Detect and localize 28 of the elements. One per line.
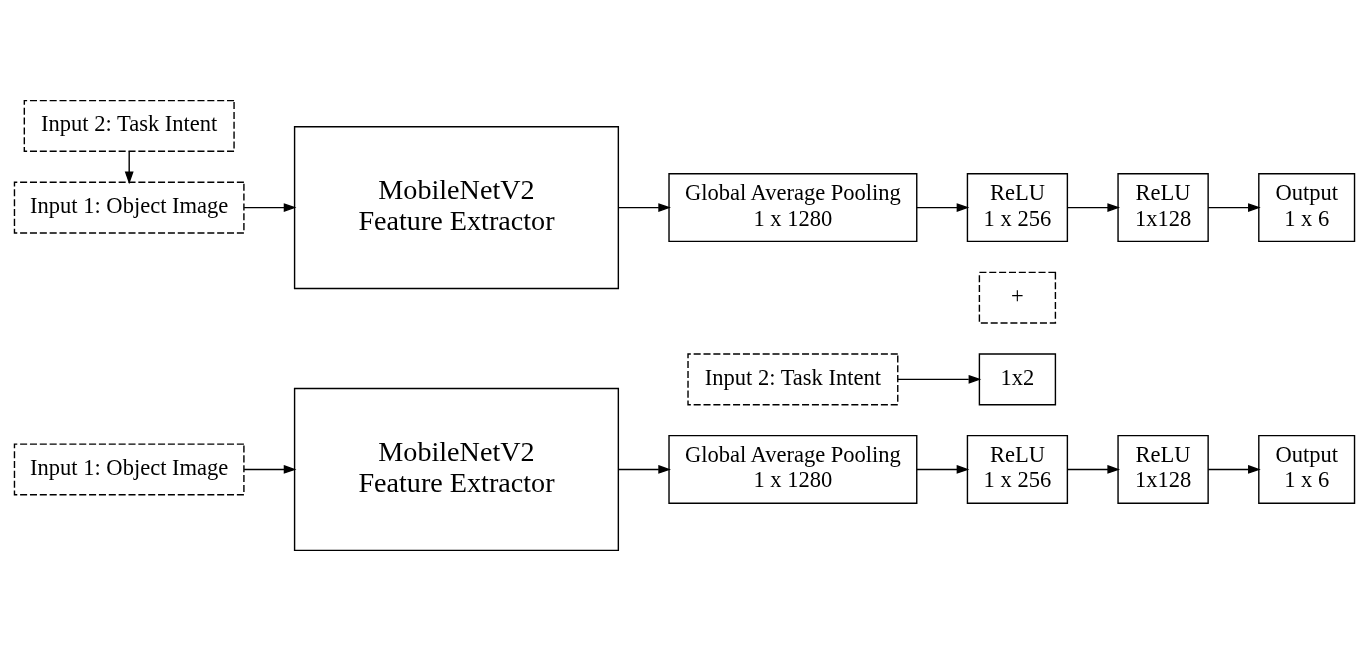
arrow	[1066, 202, 1121, 212]
node-box: MobileNetV2 Feature Extractor	[293, 125, 620, 289]
arrow	[1207, 464, 1261, 474]
arrow	[618, 464, 671, 474]
arrow	[916, 202, 970, 212]
node-box: Output 1 x 6	[1258, 172, 1356, 242]
node-box: ReLU 1x128	[1117, 172, 1209, 242]
node-box: ReLU 1x128	[1117, 434, 1209, 504]
arrow	[243, 464, 297, 474]
node-box: Global Average Pooling 1 x 1280	[668, 434, 918, 504]
arrow	[916, 464, 970, 474]
node-box: Input 2: Task Intent	[687, 352, 899, 405]
node-box: Input 1: Object Image	[13, 181, 245, 234]
arrow	[1066, 464, 1121, 474]
node-box: 1x2	[978, 352, 1057, 405]
node-box: Global Average Pooling 1 x 1280	[668, 172, 918, 242]
arrow	[618, 202, 671, 212]
arrow	[124, 150, 134, 184]
node-box: Input 2: Task Intent	[23, 99, 235, 152]
arrow	[243, 202, 297, 212]
node-box: +	[978, 271, 1057, 324]
node-box: MobileNetV2 Feature Extractor	[293, 387, 620, 551]
node-box: Output 1 x 6	[1258, 434, 1356, 504]
node-box: ReLU 1 x 256	[966, 172, 1069, 242]
arrow	[1207, 202, 1261, 212]
node-box: Input 1: Object Image	[13, 442, 245, 495]
arrow	[897, 374, 982, 384]
node-box: ReLU 1 x 256	[966, 434, 1069, 504]
